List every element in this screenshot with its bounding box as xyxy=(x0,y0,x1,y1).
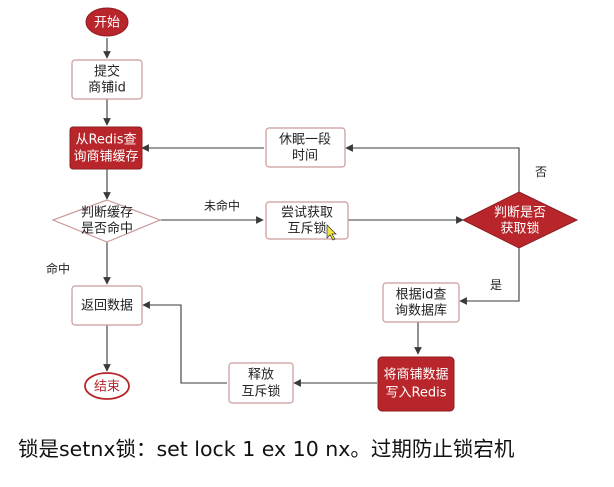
edge-label-no: 否 xyxy=(535,165,547,179)
end-node: 结束 xyxy=(84,372,130,400)
edge-release-to-return xyxy=(142,301,227,384)
try-lock-label-line2: 互斥锁 xyxy=(287,221,326,237)
lock-decision-label-line2: 获取锁 xyxy=(500,221,539,237)
write-redis-node: 将商铺数据 写入Redis xyxy=(377,356,455,412)
start-node: 开始 xyxy=(85,7,129,37)
sleep-label-line2: 时间 xyxy=(292,149,318,164)
cache-hit-decision-node: 判断缓存 是否命中 xyxy=(51,199,162,243)
return-data-node: 返回数据 xyxy=(71,285,143,326)
end-label: 结束 xyxy=(94,380,120,395)
write-redis-label-line1: 将商铺数据 xyxy=(383,368,448,383)
edge-lock-no-to-sleep xyxy=(345,144,520,192)
query-redis-label-line2: 询商铺缓存 xyxy=(73,150,138,165)
release-lock-label-line2: 互斥锁 xyxy=(241,384,280,400)
query-redis-label-line1: 从Redis查 xyxy=(75,133,136,148)
edge-label-yes: 是 xyxy=(490,278,502,292)
flowchart: 未命中 命中 否 是 开始 提交 商铺id 从Redis查 询商铺缓存 判断缓存… xyxy=(46,7,579,412)
cache-decision-label-line2: 是否命中 xyxy=(81,221,133,237)
mouse-cursor-icon xyxy=(326,224,337,241)
edge-label-hit: 命中 xyxy=(46,261,70,276)
submit-shop-id-node: 提交 商铺id xyxy=(71,59,143,100)
start-label: 开始 xyxy=(94,16,120,31)
sleep-node: 休眠一段 时间 xyxy=(265,127,346,168)
query-redis-node: 从Redis查 询商铺缓存 xyxy=(69,126,143,170)
lock-acquired-decision-node: 判断是否 获取锁 xyxy=(461,191,579,249)
edges xyxy=(103,38,520,387)
query-db-label-line2: 询数据库 xyxy=(395,303,447,319)
release-lock-node: 释放 互斥锁 xyxy=(228,362,294,404)
write-redis-label-line2: 写入Redis xyxy=(385,386,446,401)
try-lock-label-line1: 尝试获取 xyxy=(281,206,333,221)
lock-decision-label-line1: 判断是否 xyxy=(494,206,546,221)
edge-lock-yes-to-query-db xyxy=(459,248,520,305)
return-data-label: 返回数据 xyxy=(81,299,133,314)
cache-decision-label-line1: 判断缓存 xyxy=(81,206,133,221)
release-lock-label-line1: 释放 xyxy=(248,368,274,383)
query-db-label-line1: 根据id查 xyxy=(396,288,447,303)
submit-label-line2: 商铺id xyxy=(88,81,126,96)
edge-label-miss: 未命中 xyxy=(204,198,240,213)
caption-text: 锁是setnx锁：set lock 1 ex 10 nx。过期防止锁宕机 xyxy=(18,437,515,461)
try-lock-node: 尝试获取 互斥锁 xyxy=(265,201,349,241)
query-database-node: 根据id查 询数据库 xyxy=(382,282,460,323)
sleep-label-line1: 休眠一段 xyxy=(279,133,331,148)
submit-label-line1: 提交 xyxy=(94,64,120,80)
